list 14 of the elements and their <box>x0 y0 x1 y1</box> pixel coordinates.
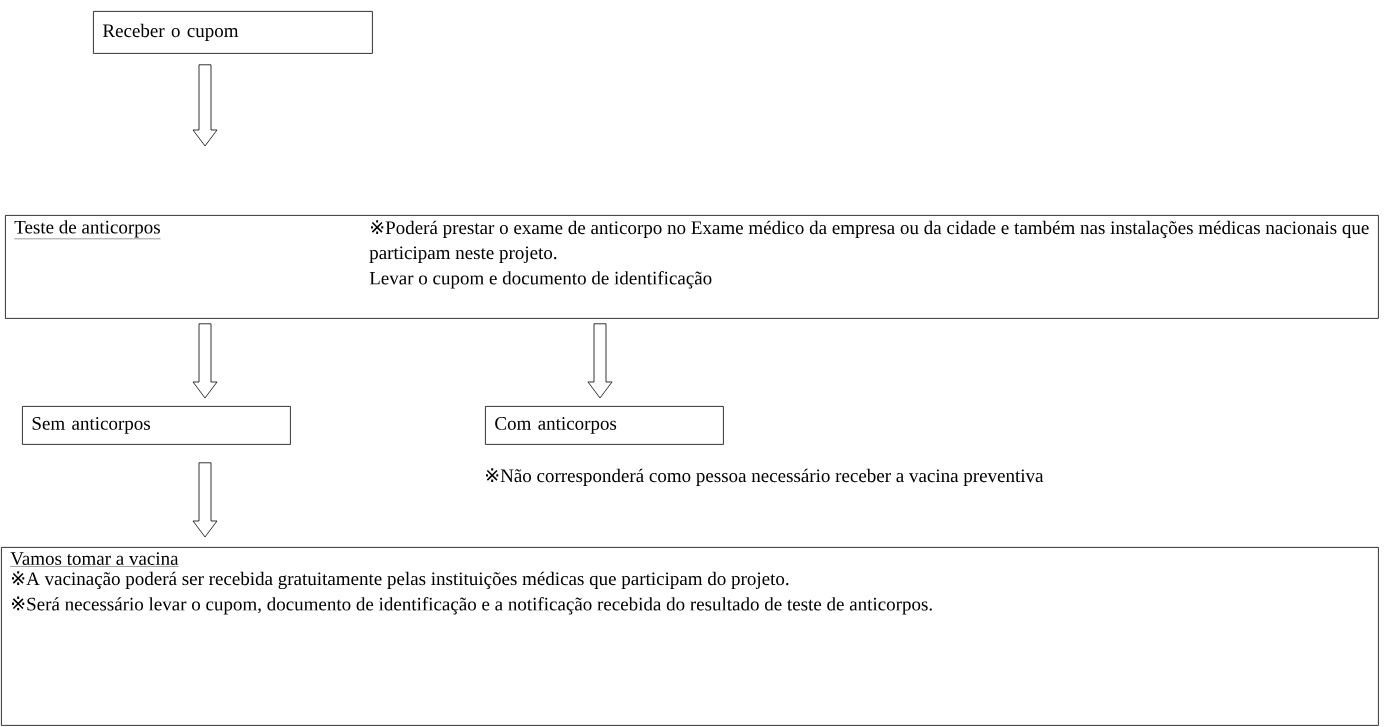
process-box: Com anticorpos <box>485 406 724 445</box>
heading: Teste de anticorpos <box>14 220 161 239</box>
note-text: ※Não corresponderá como pessoa necessário receber a vacina preventiva <box>486 468 1044 486</box>
hollow-arrow <box>587 323 613 399</box>
body-text: ※A vacinação poderá ser recebida gratuitamente pelas instituições médicas que participam do projeto. <box>12 571 789 590</box>
body-text: ※Será necessário levar o cupom, documento de identificação e a notificação recebida do resultado de teste de anticorpos. <box>12 596 932 615</box>
hollow-arrow <box>192 462 218 538</box>
body-text: ※Poderá prestar o exame de anticorpo no Exame médico da empresa ou da cidade e também nas instalações médicas nacionais que participam neste projeto. <box>369 220 1369 263</box>
hollow-arrow <box>192 323 218 399</box>
process-box: Sem anticorpos <box>22 406 291 445</box>
hollow-arrow <box>192 64 218 147</box>
heading: Vamos tomar a vacina <box>10 552 179 567</box>
process-box: Receber o cupom <box>93 11 373 54</box>
body-text: Levar o cupom e documento de identificação <box>369 271 712 289</box>
